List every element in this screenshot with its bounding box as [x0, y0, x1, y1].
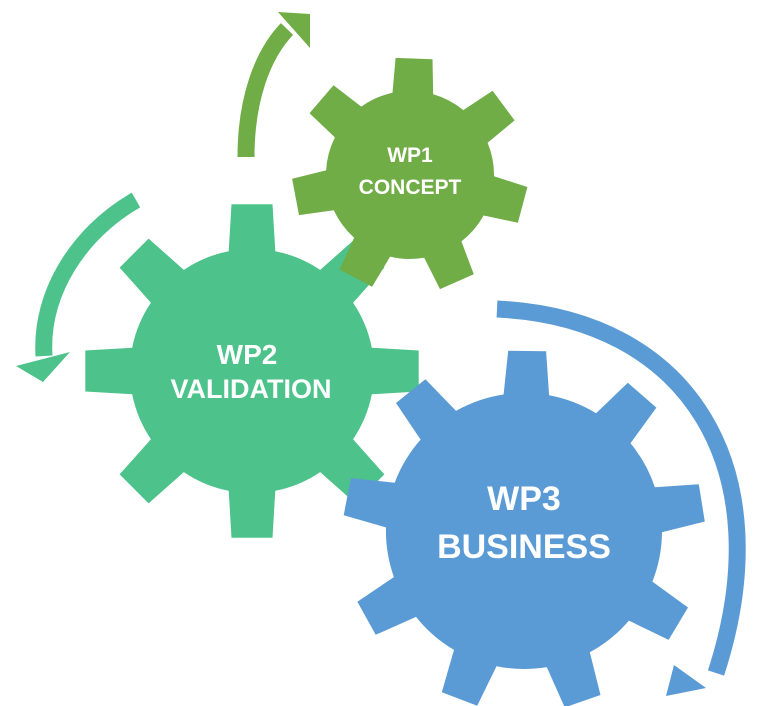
gear-wp1: WP1 CONCEPT: [292, 57, 528, 290]
gear-wp2-label-line2: VALIDATION: [171, 374, 332, 404]
gear-wp1-label-line1: WP1: [387, 144, 433, 167]
gear-wp1-body: [292, 57, 528, 290]
cycle-arrow-wp2-head: [16, 352, 70, 382]
cycle-arrow-wp3: [496, 300, 746, 696]
gear-wp2: WP2 VALIDATION: [85, 204, 419, 538]
gear-wp3-label-line2: BUSINESS: [437, 528, 611, 566]
cycle-arrow-wp3-head: [666, 665, 706, 696]
gear-wp3-body: [343, 350, 705, 706]
cycle-arrow-wp1: [237, 12, 310, 158]
gear-wp3-label-line1: WP3: [487, 480, 561, 518]
gear-wp2-label-line1: WP2: [217, 339, 278, 370]
cycle-arrow-wp2: [16, 192, 141, 382]
cycle-arrow-wp2-shaft: [35, 192, 141, 357]
gear-wp3: WP3 BUSINESS: [343, 350, 705, 706]
gear-wp2-body: [85, 204, 419, 538]
cycle-arrow-wp1-head: [278, 12, 310, 48]
cycle-arrow-wp1-shaft: [237, 23, 294, 158]
cycle-arrow-wp3-shaft: [496, 300, 746, 676]
gear-wp1-label-line2: CONCEPT: [359, 176, 462, 199]
